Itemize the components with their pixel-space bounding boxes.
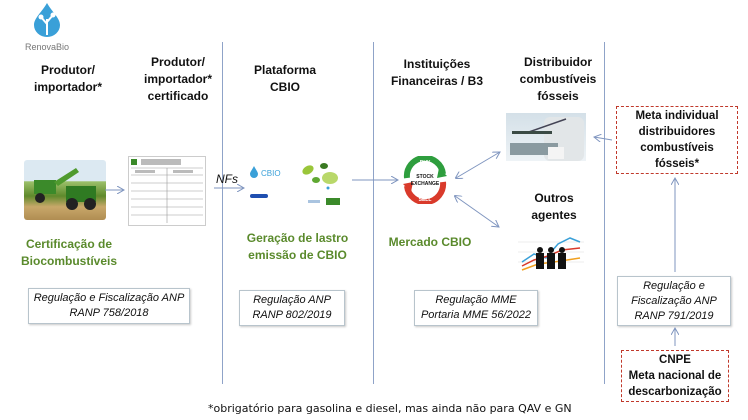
header-line: agentes: [531, 208, 577, 222]
header-line: Plataforma: [253, 63, 317, 77]
business-agents-image: [518, 232, 584, 272]
regulation-line: RANP 791/2019: [634, 309, 714, 322]
regulation-line: Regulação ANP: [253, 294, 331, 306]
sell-label: SELL: [419, 197, 432, 203]
caption-generation: Geração de lastro emissão de CBIO: [240, 230, 355, 264]
header-financial: Instituições Financeiras / B3: [382, 56, 492, 90]
regulation-line: Regulação e: [643, 279, 705, 292]
goal-line: descarbonização: [628, 386, 722, 398]
goal-line: combustíveis: [640, 142, 714, 154]
header-line: Outros: [534, 191, 574, 205]
divider-1: [222, 42, 223, 384]
header-platform: Plataforma CBIO: [235, 62, 335, 96]
regulation-line: Regulação MME: [435, 294, 517, 306]
header-line: importador*: [33, 80, 102, 94]
regulation-box-anp-758: Regulação e Fiscalização ANP RANP 758/20…: [28, 288, 190, 324]
arrow-market-to-others: [455, 196, 499, 227]
national-goal-box: CNPE Meta nacional de descarbonização: [621, 350, 729, 402]
regulation-line: RANP 802/2019: [252, 309, 332, 321]
cbio-platform-image: CBIO: [246, 158, 346, 210]
fuel-distributor-image: [506, 113, 586, 161]
arrow-market-to-distributor: [456, 152, 500, 178]
buy-label: BUY: [420, 160, 431, 166]
header-distributor: Distribuidor combustíveis fósseis: [508, 54, 608, 105]
regulation-line: Fiscalização ANP: [631, 294, 717, 307]
header-line: importador*: [143, 72, 212, 86]
caption-line: emissão de CBIO: [248, 248, 347, 262]
regulation-line: RANP 758/2018: [69, 307, 149, 319]
renovabio-logo: RenovaBio: [22, 2, 72, 52]
certificate-document: [128, 156, 206, 226]
caption-line: Biocombustíveis: [20, 254, 118, 268]
regulation-box-mme-56: Regulação MME Portaria MME 56/2022: [414, 290, 538, 326]
header-line: Produtor/: [41, 63, 95, 77]
cbio-logo-text: CBIO: [261, 169, 281, 178]
individual-goal-box: Meta individual distribuidores combustív…: [616, 106, 738, 174]
header-line: Financeiras / B3: [390, 74, 484, 88]
harvester-image: [24, 160, 106, 220]
divider-3: [604, 42, 605, 384]
caption-market: Mercado CBIO: [388, 235, 472, 249]
header-line: Distribuidor: [524, 55, 592, 69]
goal-line: fósseis*: [654, 158, 700, 170]
caption-line: Geração de lastro: [246, 231, 349, 245]
header-line: Produtor/: [151, 55, 205, 69]
header-certified: Produtor/ importador* certificado: [128, 54, 228, 105]
divider-2: [373, 42, 374, 384]
header-line: certificado: [147, 89, 209, 103]
goal-line: Meta nacional de: [628, 370, 722, 382]
regulation-box-anp-791: Regulação e Fiscalização ANP RANP 791/20…: [617, 276, 731, 326]
nfs-label: NFs: [216, 172, 238, 186]
header-others: Outros agentes: [514, 190, 594, 224]
goal-line: CNPE: [659, 354, 691, 366]
logo-text: RenovaBio: [24, 42, 70, 52]
regulation-line: Regulação e Fiscalização ANP: [33, 292, 185, 304]
header-line: Instituições: [403, 57, 471, 71]
header-line: CBIO: [270, 80, 300, 94]
caption-certification: Certificação de Biocombustíveis: [14, 236, 124, 270]
goal-line: distribuidores: [638, 126, 716, 138]
regulation-box-anp-802: Regulação ANP RANP 802/2019: [239, 290, 345, 326]
goal-line: Meta individual: [635, 110, 719, 122]
exchange-label: EXCHANGE: [411, 181, 440, 187]
footnote: *obrigatório para gasolina e diesel, mas…: [208, 402, 572, 415]
header-producer: Produtor/ importador*: [18, 62, 118, 96]
caption-line: Certificação de: [25, 237, 113, 251]
regulation-line: Portaria MME 56/2022: [420, 309, 532, 321]
water-drop-icon: [34, 3, 60, 37]
stock-label: STOCK: [416, 174, 434, 180]
header-line: combustíveis: [519, 72, 597, 86]
arrow-goal-to-distributor: [594, 137, 613, 140]
stock-exchange-icon: BUY STOCK EXCHANGE SELL: [401, 154, 449, 206]
header-line: fósseis: [537, 89, 579, 103]
